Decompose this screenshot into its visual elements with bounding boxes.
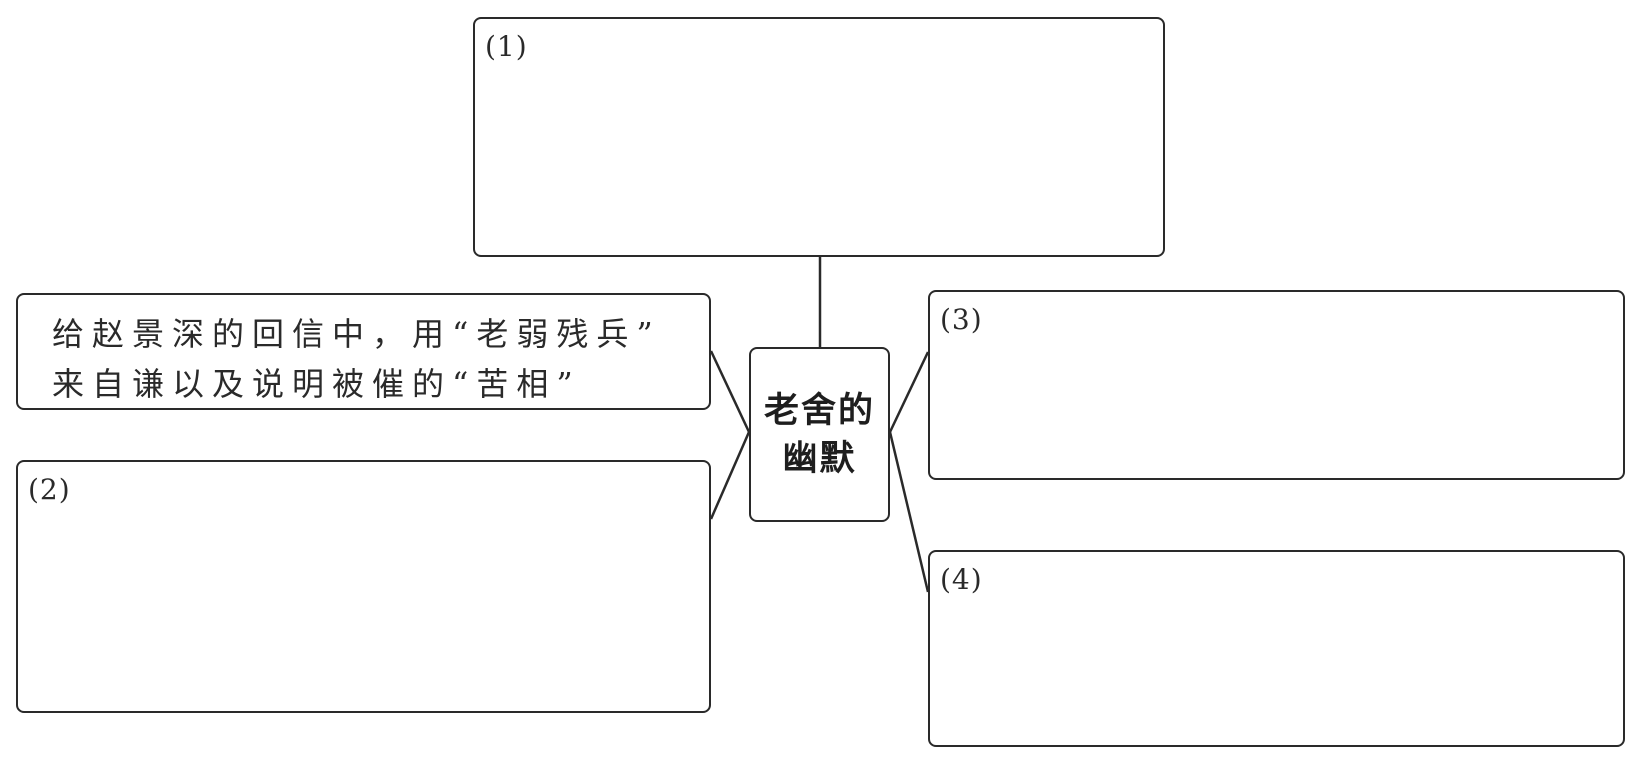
- given-example-box: 给赵景深的回信中，用“老弱残兵” 来自谦以及说明被催的“苦相”: [16, 293, 711, 410]
- box-3-number: (3): [940, 303, 983, 336]
- given-example-line-1: 给赵景深的回信中，用“老弱残兵”: [52, 315, 661, 353]
- center-topic-line-1: 老舍的: [763, 390, 875, 431]
- given-example-line-2: 来自谦以及说明被催的“苦相”: [52, 365, 581, 403]
- center-topic-text: 老舍的 幽默: [764, 387, 875, 483]
- blank-box-1: (1): [473, 17, 1165, 257]
- box-2-number: (2): [28, 473, 71, 506]
- connector-given: [709, 350, 751, 433]
- blank-box-3: (3): [928, 290, 1625, 480]
- connector-box2: [709, 431, 751, 520]
- connector-box3: [888, 351, 930, 433]
- blank-box-4: (4): [928, 550, 1625, 747]
- center-topic-line-2: 幽默: [782, 438, 857, 479]
- box-4-number: (4): [940, 563, 983, 596]
- box-1-number: (1): [485, 30, 528, 63]
- connector-box4: [888, 431, 930, 593]
- center-topic-box: 老舍的 幽默: [749, 347, 890, 522]
- blank-box-2: (2): [16, 460, 711, 713]
- given-example-text: 给赵景深的回信中，用“老弱残兵” 来自谦以及说明被催的“苦相”: [52, 309, 695, 409]
